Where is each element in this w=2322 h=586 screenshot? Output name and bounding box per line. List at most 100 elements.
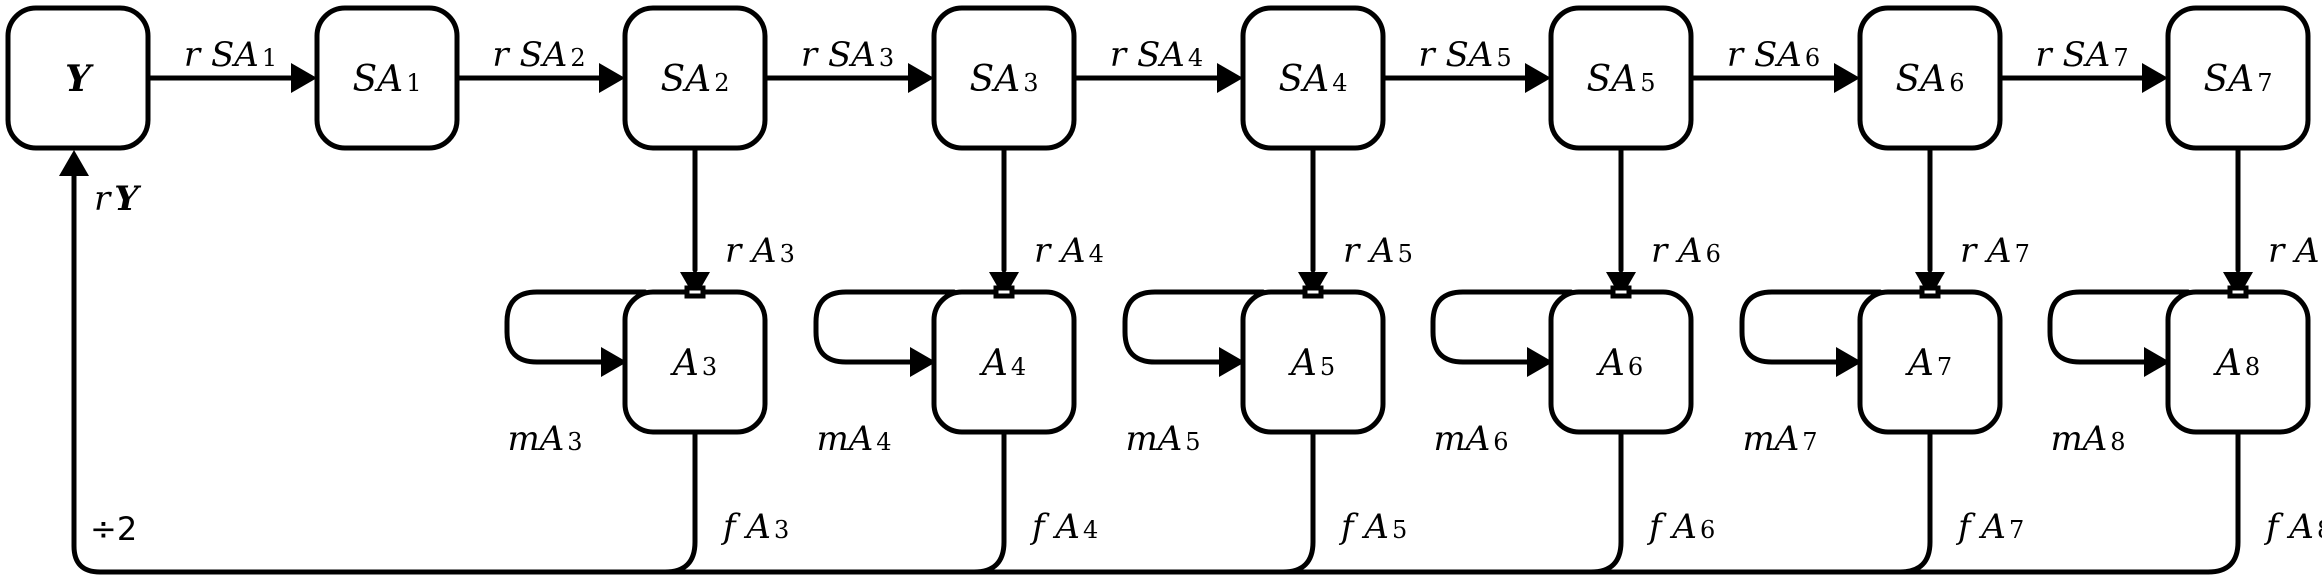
sa-node-4-box xyxy=(1240,5,1386,151)
fecundity-label-a-7-subscript: 7 xyxy=(2009,516,2024,544)
mortality-label-a-3-subscript: 3 xyxy=(567,428,582,456)
fecundity-label-a-7-base: f A xyxy=(1955,507,2006,547)
y-node-box xyxy=(5,5,151,151)
rate-label-sa-7-base: r SA xyxy=(2035,35,2110,75)
self-loop-a-6-arrowhead xyxy=(1527,347,1553,377)
edge-to-sa-7-arrowhead xyxy=(2142,63,2168,93)
self-loop-a-4-arrowhead xyxy=(910,347,936,377)
fecundity-label-a-6-base: f A xyxy=(1646,507,1697,547)
a-node-5-label-subscript: 5 xyxy=(1320,353,1335,381)
sa-node-3-label-base: SA xyxy=(970,59,1021,100)
rate-label-a-8: r A8 xyxy=(2268,231,2322,271)
rate-label-a-4-base: r A xyxy=(1034,231,1086,271)
self-loop-a-4 xyxy=(813,289,957,365)
rate-label-sa-2-subscript: 2 xyxy=(570,44,585,72)
mortality-label-a-8-subscript: 8 xyxy=(2110,428,2125,456)
a-node-4-entry-gap xyxy=(993,285,1015,299)
a-node-8-entry-gap xyxy=(2227,285,2249,299)
rate-label-sa-2-base: r SA xyxy=(492,35,567,75)
sa-node-4-label-subscript: 4 xyxy=(1332,69,1347,97)
mortality-label-a-4-base: mA xyxy=(816,419,873,459)
rate-label-a-5-base: r A xyxy=(1343,231,1395,271)
rate-label-a-6-subscript: 6 xyxy=(1706,240,1721,268)
a-node-4-label-subscript: 4 xyxy=(1011,353,1026,381)
a-node-6-entry-gap xyxy=(1610,285,1632,299)
sa-node-3-box xyxy=(931,5,1077,151)
mortality-label-a-6-subscript: 6 xyxy=(1493,428,1508,456)
sa-node-1-label-subscript: 1 xyxy=(406,69,421,97)
a-node-6-label-subscript: 6 xyxy=(1628,353,1643,381)
sa-node-6-box xyxy=(1857,5,2003,151)
self-loop-a-7 xyxy=(1739,289,1883,365)
a-node-7-entry-gap xyxy=(1919,285,1941,299)
a-node-8-label-subscript: 8 xyxy=(2245,353,2260,381)
a-node-4-label-base: A xyxy=(979,343,1008,384)
fecundity-label-a-4-subscript: 4 xyxy=(1083,516,1098,544)
mortality-label-a-6-base: mA xyxy=(1433,419,1490,459)
rate-label-sa-6-base: r SA xyxy=(1727,35,1802,75)
self-loop-a-8-arrowhead xyxy=(2144,347,2170,377)
mortality-label-a-7-base: mA xyxy=(1742,419,1799,459)
edges-layer xyxy=(59,63,2253,575)
return-flow-arrowhead xyxy=(59,150,89,176)
fecundity-label-a-5-subscript: 5 xyxy=(1392,516,1407,544)
sa-node-2-label-subscript: 2 xyxy=(714,69,729,97)
rate-label-a-7-base: r A xyxy=(1960,231,2012,271)
fecundity-flow-a-5 xyxy=(1280,429,1316,575)
edge-to-a-7-arrowhead xyxy=(1915,272,1945,298)
fecundity-label-a-8: f A8 xyxy=(2263,507,2322,547)
rate-label-sa-1-subscript: 1 xyxy=(262,44,277,72)
return-rate-label-y: Y xyxy=(114,179,141,219)
fecundity-flow-a-3 xyxy=(662,429,698,575)
edge-to-sa-1-arrowhead xyxy=(291,63,317,93)
a-node-6-label-base: A xyxy=(1596,343,1625,384)
self-loop-a-3 xyxy=(504,289,648,365)
edge-to-sa-6-arrowhead xyxy=(1834,63,1860,93)
y-node-label: Y xyxy=(65,58,94,100)
self-loop-a-6 xyxy=(1430,289,1574,365)
mortality-label-a-7-subscript: 7 xyxy=(1802,428,1817,456)
self-loop-a-3-arrowhead xyxy=(601,347,627,377)
self-loop-a-5-arrowhead xyxy=(1219,347,1245,377)
y-node: Y xyxy=(5,5,151,151)
a-node-3-entry-gap xyxy=(684,285,706,299)
edge-to-a-6-arrowhead xyxy=(1606,272,1636,298)
sa-node-1-box xyxy=(314,5,460,151)
edge-to-sa-5-arrowhead xyxy=(1525,63,1551,93)
sa-node-7-label-subscript: 7 xyxy=(2257,69,2272,97)
rate-label-a-5-subscript: 5 xyxy=(1398,240,1413,268)
return-rate-label-r: r xyxy=(94,179,112,219)
a-node-5-entry-gap xyxy=(1302,285,1324,299)
sa-node-3-label-subscript: 3 xyxy=(1023,69,1038,97)
rate-label-sa-4-subscript: 4 xyxy=(1188,44,1203,72)
